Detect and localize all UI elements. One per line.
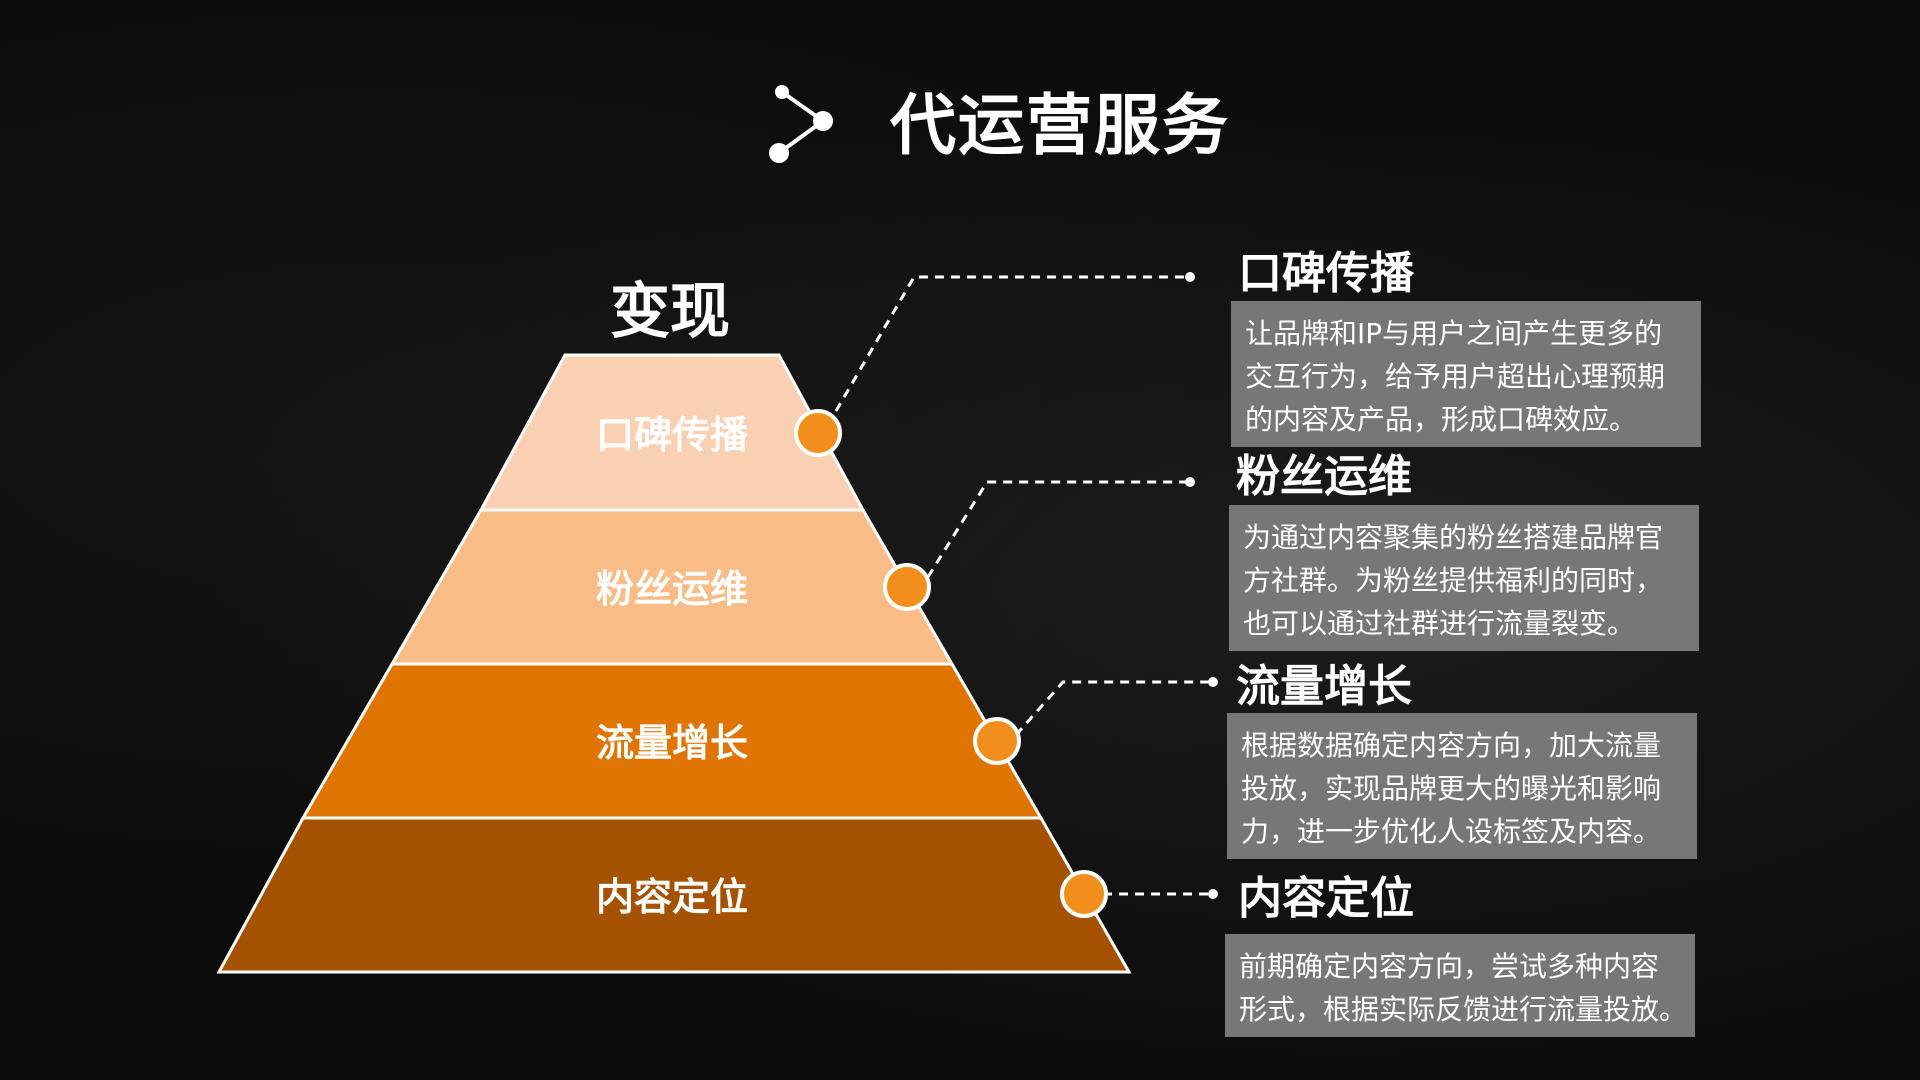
- connector-line-1: [834, 275, 1190, 412]
- description-line: 也可以通过社群进行流量裂变。: [1243, 607, 1636, 640]
- tier-description-2: 为通过内容聚集的粉丝搭建品牌官 方社群。为粉丝提供福利的同时， 也可以通过社群进…: [1229, 505, 1699, 651]
- connector-end-dot-2: [1185, 477, 1195, 487]
- tier-description-4: 前期确定内容方向，尝试多种内容 形式，根据实际反馈进行流量投放。: [1225, 934, 1695, 1037]
- tier-heading-4: 内容定位: [1238, 873, 1414, 924]
- connector-line-2: [926, 480, 1190, 578]
- description-line: 让品牌和IP与用户之间产生更多的: [1245, 317, 1663, 350]
- tier-label-3: 流量增长: [595, 721, 748, 765]
- tier-description-1: 让品牌和IP与用户之间产生更多的 交互行为，给予用户超出心理预期 的内容及产品，…: [1231, 301, 1701, 447]
- description-line: 投放，实现品牌更大的曝光和影响: [1241, 772, 1662, 805]
- tier-description-3: 根据数据确定内容方向，加大流量 投放，实现品牌更大的曝光和影响 力，进一步优化人…: [1227, 713, 1697, 859]
- description-line: 形式，根据实际反馈进行流量投放。: [1239, 993, 1688, 1026]
- tier-label-2: 粉丝运维: [595, 567, 748, 611]
- page-title: 代运营服务: [890, 87, 1230, 164]
- connector-line-3: [1014, 680, 1213, 736]
- tier-marker-1: [794, 409, 842, 457]
- connector-end-dot-1: [1185, 272, 1195, 282]
- description-line: 方社群。为粉丝提供福利的同时，: [1243, 564, 1664, 597]
- description-line: 交互行为，给予用户超出心理预期: [1245, 360, 1666, 393]
- description-line: 前期确定内容方向，尝试多种内容: [1239, 950, 1660, 983]
- share-icon: [769, 85, 833, 163]
- description-line: 的内容及产品，形成口碑效应。: [1245, 403, 1638, 436]
- connector-end-dot-4: [1208, 889, 1218, 899]
- description-line: 为通过内容聚集的粉丝搭建品牌官: [1243, 521, 1664, 554]
- tier-marker-4: [1060, 870, 1108, 918]
- tier-marker-3: [973, 717, 1021, 765]
- description-line: 根据数据确定内容方向，加大流量: [1241, 729, 1662, 762]
- tier-label-1: 口碑传播: [595, 413, 748, 457]
- tier-heading-1: 口碑传播: [1238, 248, 1414, 299]
- description-line: 力，进一步优化人设标签及内容。: [1241, 815, 1662, 848]
- tier-marker-2: [883, 563, 931, 611]
- apex-label: 变现: [610, 277, 730, 347]
- tier-label-4: 内容定位: [595, 875, 748, 919]
- connector-end-dot-3: [1208, 677, 1218, 687]
- tier-heading-3: 流量增长: [1236, 661, 1412, 712]
- pyramid-tier-4: [216, 816, 1132, 974]
- tier-heading-2: 粉丝运维: [1236, 451, 1412, 502]
